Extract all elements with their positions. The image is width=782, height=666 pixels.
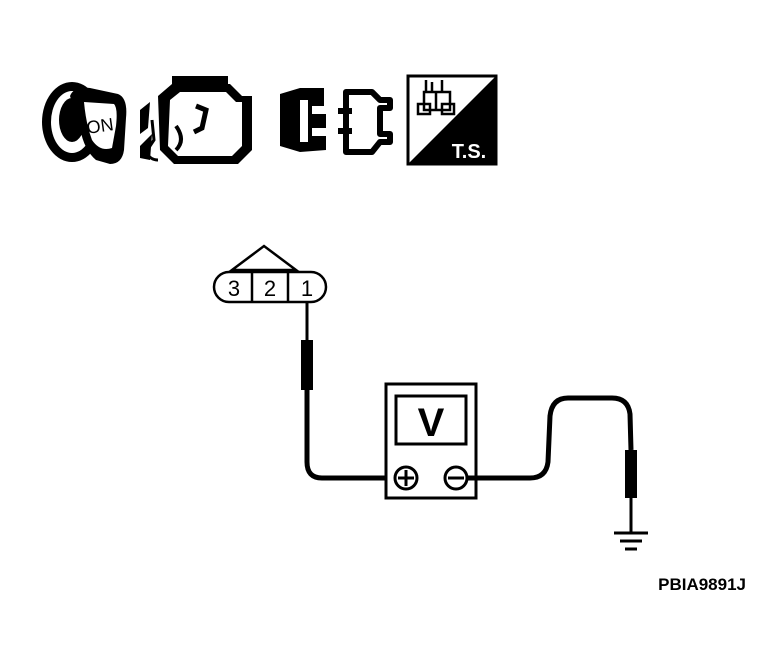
positive-probe-lead xyxy=(301,302,392,481)
ts-connector-icon xyxy=(416,80,456,116)
connector-disconnect-icon xyxy=(280,88,393,155)
engine-icon xyxy=(140,76,252,164)
connector-pin-3: 3 xyxy=(228,276,240,301)
negative-terminal xyxy=(443,465,469,491)
connector-pin-2: 2 xyxy=(264,276,276,301)
ts-label: T.S. xyxy=(452,141,486,163)
voltmeter-display-label: V xyxy=(418,401,445,445)
figure-code: PBIA9891J xyxy=(658,575,746,594)
connector-pin-1: 1 xyxy=(301,276,313,301)
ground-symbol xyxy=(614,531,648,551)
positive-terminal xyxy=(393,465,419,491)
key-on-label: ON xyxy=(85,114,115,138)
voltmeter: V xyxy=(384,382,478,500)
harness-connector: 3 2 1 xyxy=(212,244,328,304)
trouble-shooting-icon: T.S. xyxy=(406,74,498,166)
ignition-key-icon: ON xyxy=(42,82,127,164)
negative-probe-lead xyxy=(467,395,637,532)
